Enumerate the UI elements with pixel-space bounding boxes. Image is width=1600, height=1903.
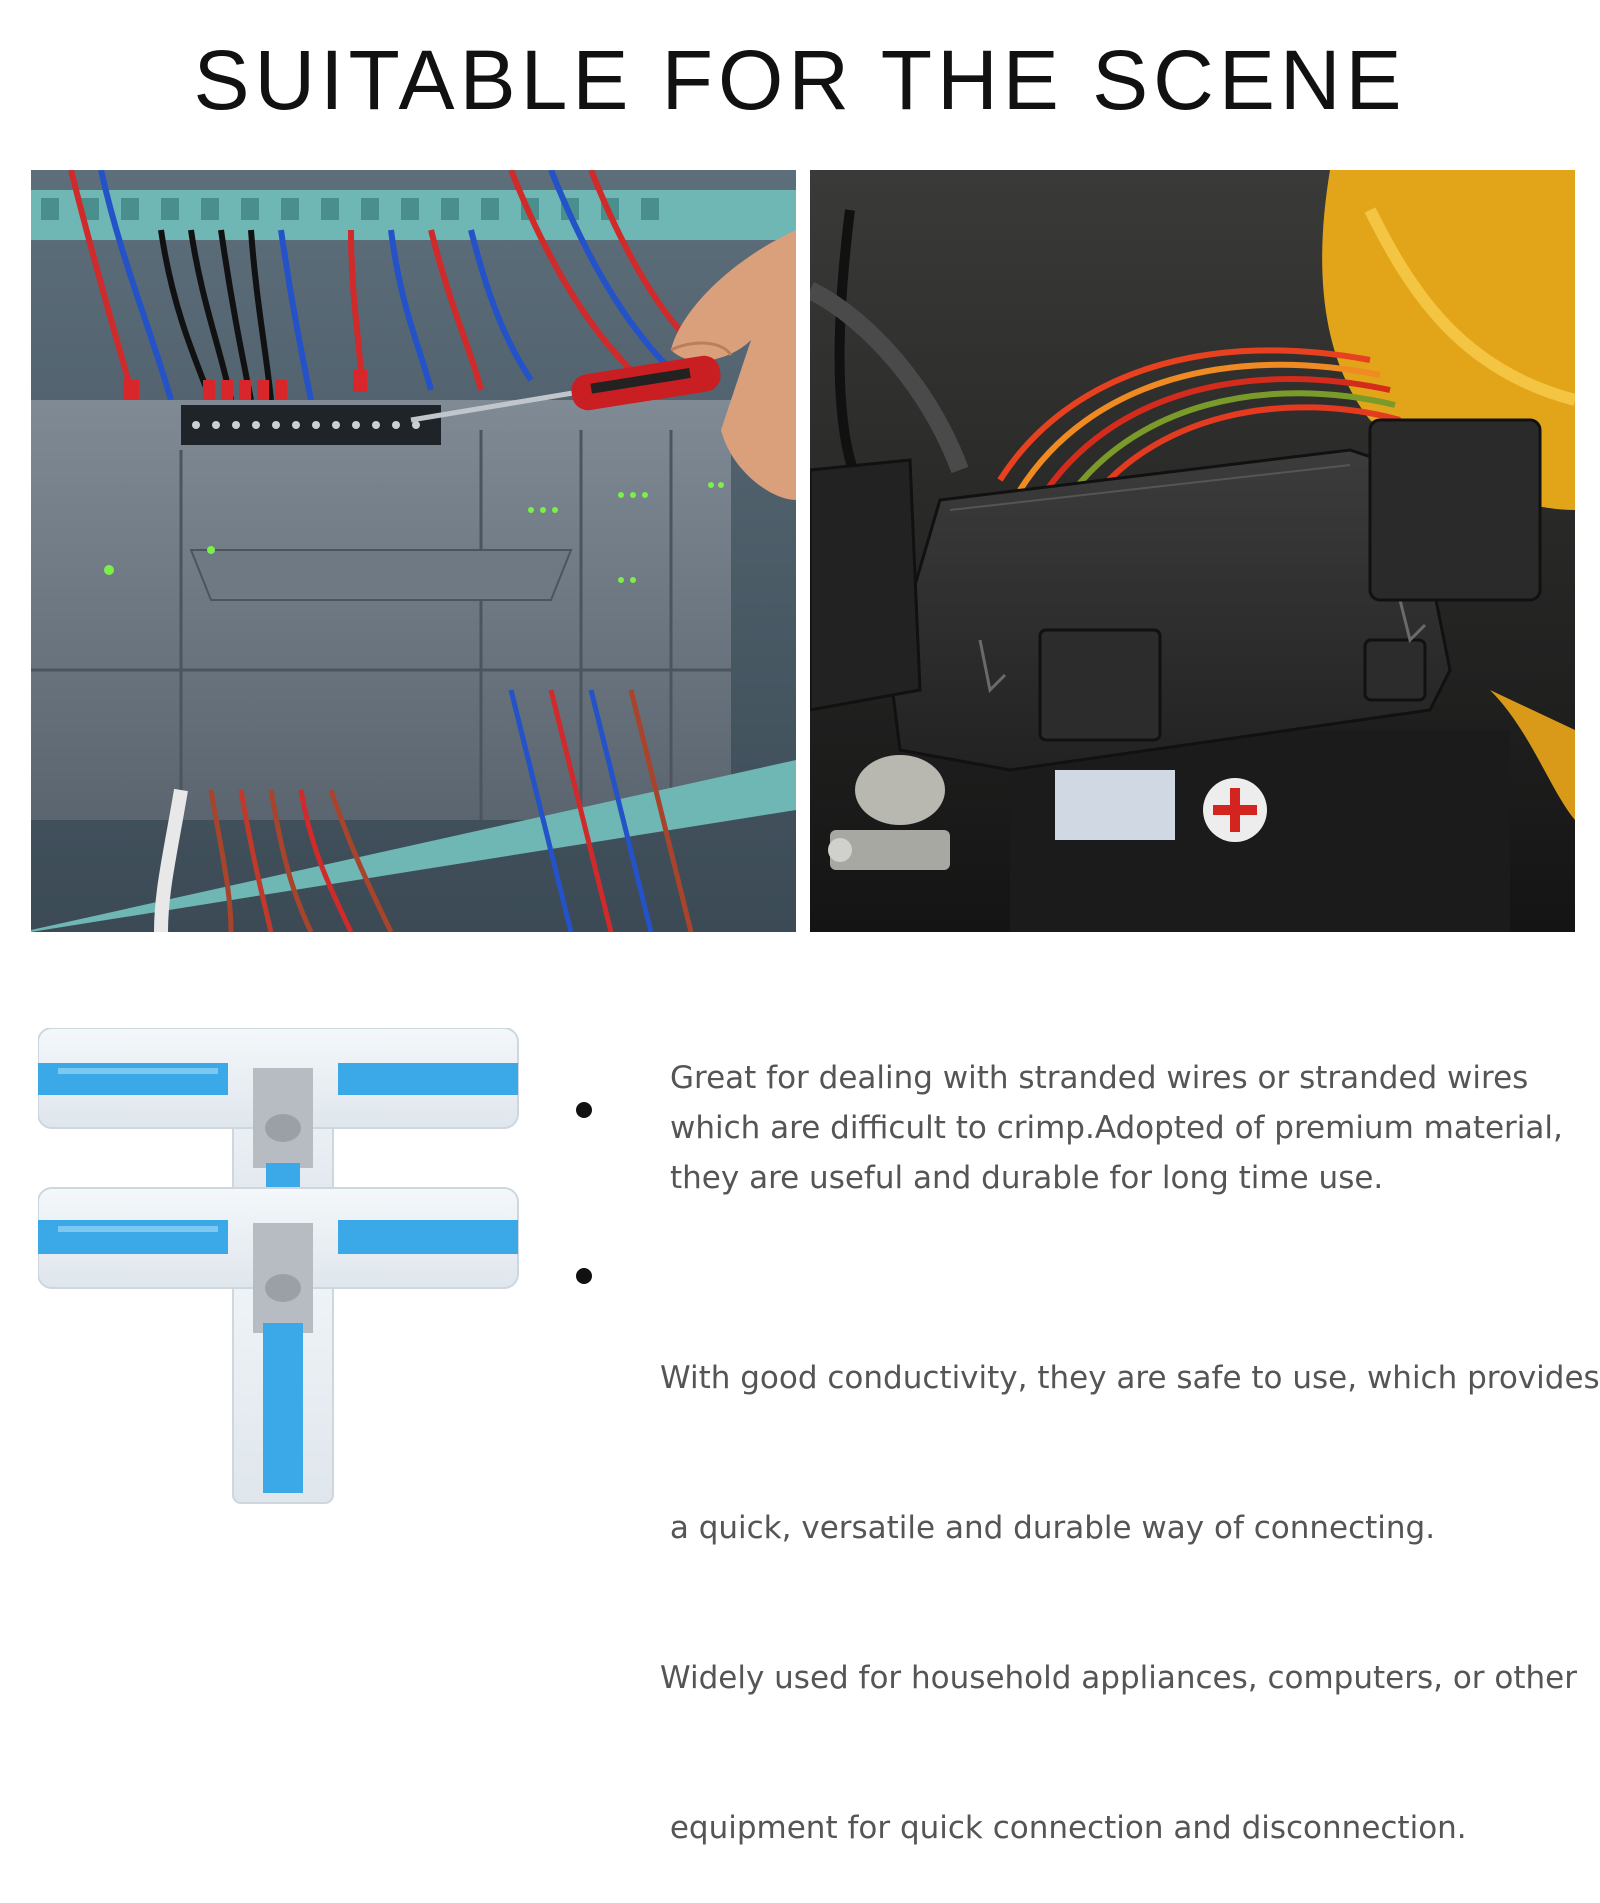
feature-text-line: which are difficult to crimp.Adopted of …	[670, 1110, 1563, 1146]
bullet-point	[576, 1268, 592, 1284]
feature-text-line: they are useful and durable for long tim…	[670, 1160, 1384, 1196]
bullet-point	[576, 1102, 592, 1118]
feature-text-line: a quick, versatile and durable way of co…	[660, 1510, 1436, 1546]
car-battery-photo	[810, 170, 1575, 932]
product-image	[37, 1027, 538, 1528]
feature-text-line: With good conductivity, they are safe to…	[660, 1360, 1600, 1396]
feature-text-line: Widely used for household appliances, co…	[660, 1660, 1577, 1696]
car-battery-engine-bay-photo	[810, 170, 1575, 932]
feature-text-line: Great for dealing with stranded wires or…	[670, 1060, 1529, 1096]
electrical-cabinet-photo	[31, 170, 796, 932]
feature-text-2: With good conductivity, they are safe to…	[660, 1253, 1600, 1903]
electrical-control-cabinet-photo	[31, 170, 796, 932]
page-title: SUITABLE FOR THE SCENE	[193, 33, 1407, 127]
feature-text-1: Great for dealing with stranded wires or…	[670, 1053, 1563, 1203]
t-shaped-wire-connector-image	[37, 1027, 519, 1504]
feature-text-line: equipment for quick connection and disco…	[660, 1810, 1467, 1846]
